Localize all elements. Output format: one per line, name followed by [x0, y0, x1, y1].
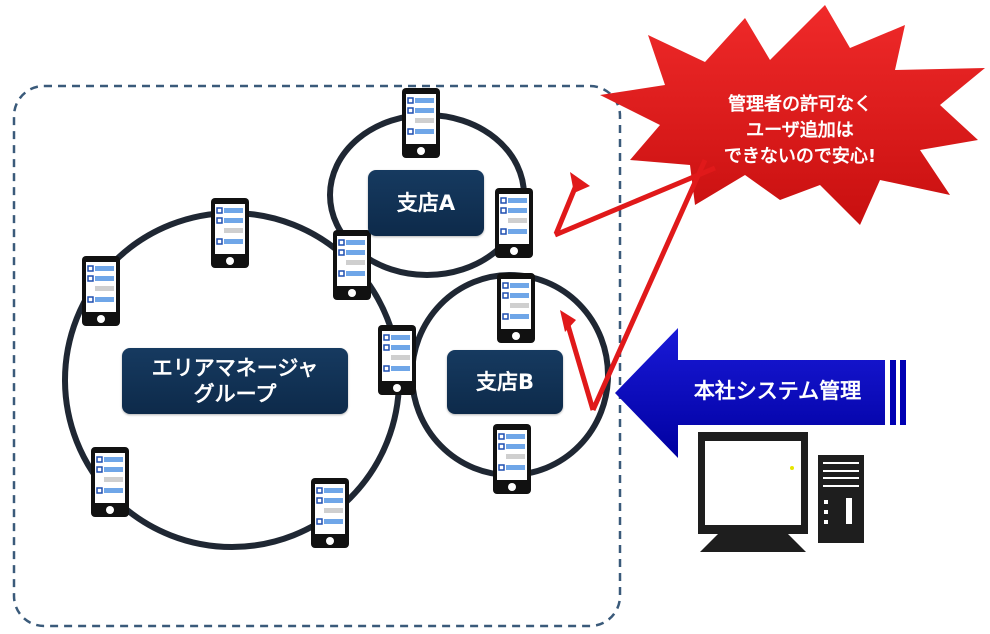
smartphone-icon [494, 187, 534, 259]
smartphone-icon [496, 272, 536, 344]
hq-system-management-label: 本社システム管理 [693, 379, 862, 403]
alert-burst [600, 5, 985, 225]
branch-b-label: 支店B [447, 350, 563, 414]
area-label-line2: グループ [193, 382, 277, 406]
smartphone-icon [492, 423, 532, 495]
smartphone-icon [210, 197, 250, 269]
hq-management-arrow [615, 328, 885, 458]
smartphone-icon [332, 229, 372, 301]
arrowhead-icon [560, 310, 576, 332]
smartphone-icon [310, 477, 350, 549]
area-manager-group-label: エリアマネージャ グループ [122, 348, 348, 414]
smartphone-icon [90, 446, 130, 518]
area-label-line1: エリアマネージャ [151, 355, 319, 380]
company-boundary [12, 84, 622, 628]
smartphone-icon [81, 255, 121, 327]
blocked-arrow-icon [564, 158, 708, 412]
alert-text: 管理者の許可なく ユーザ追加は できないので安心! [660, 92, 940, 170]
arrowhead-icon [570, 172, 590, 193]
arrow-stripe [890, 360, 896, 425]
blocked-arrow-icon [553, 165, 716, 238]
alert-line2: ユーザ追加は [746, 120, 854, 141]
alert-line1: 管理者の許可なく [728, 94, 872, 115]
branch-a-label: 支店A [368, 170, 484, 236]
smartphone-icon [401, 87, 441, 159]
arrow-stripe [900, 360, 906, 425]
smartphone-icon [377, 324, 417, 396]
alert-line3: できないので安心! [723, 146, 877, 167]
desktop-computer-icon [698, 432, 864, 552]
